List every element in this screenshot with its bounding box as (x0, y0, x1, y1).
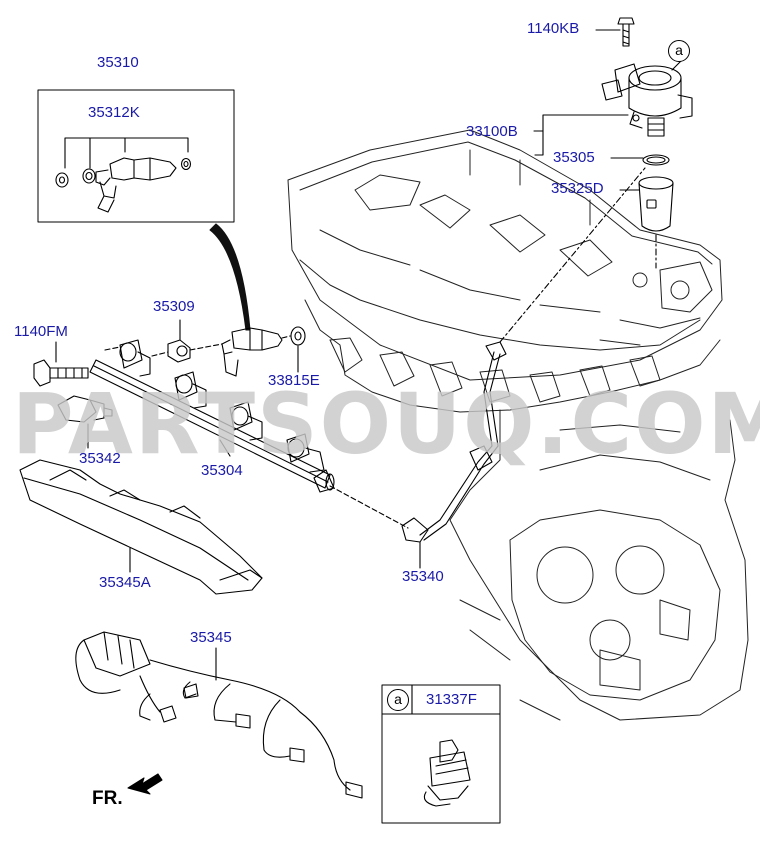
part-label-33815E[interactable]: 33815E (268, 372, 320, 389)
part-label-35325D[interactable]: 35325D (551, 180, 604, 197)
front-direction-arrow-icon (127, 773, 163, 795)
fuel-rail-cover (19, 459, 263, 595)
injector-kit-box (37, 89, 235, 223)
part-label-1140FM[interactable]: 1140FM (14, 323, 68, 340)
engine-block-illustration (287, 129, 749, 721)
part-label-35310[interactable]: 35310 (97, 54, 139, 71)
part-label-35312K[interactable]: 35312K (88, 104, 140, 121)
part-label-35304[interactable]: 35304 (201, 462, 243, 479)
part-label-35345A[interactable]: 35345A (99, 574, 151, 591)
high-pressure-fuel-pipe (401, 167, 646, 569)
wiring-harness (75, 631, 363, 799)
callout-a-top[interactable]: a (668, 40, 690, 62)
part-label-1140KB[interactable]: 1140KB (527, 20, 580, 37)
detail-box (381, 684, 501, 824)
part-label-35309[interactable]: 35309 (153, 298, 195, 315)
fuel-rail-assembly (33, 319, 409, 529)
front-direction-label: FR. (92, 788, 123, 809)
part-label-31337F[interactable]: 31337F (426, 691, 477, 708)
part-label-35345[interactable]: 35345 (190, 629, 232, 646)
watermark: PARTSOUQ.COM (12, 375, 760, 473)
part-label-35340[interactable]: 35340 (402, 568, 444, 585)
part-label-35305[interactable]: 35305 (553, 149, 595, 166)
callout-a-detail: a (387, 689, 409, 711)
part-label-33100B[interactable]: 33100B (466, 123, 518, 140)
pointer-arrow (209, 223, 251, 331)
high-pressure-pump (533, 17, 693, 269)
part-label-35342[interactable]: 35342 (79, 450, 121, 467)
